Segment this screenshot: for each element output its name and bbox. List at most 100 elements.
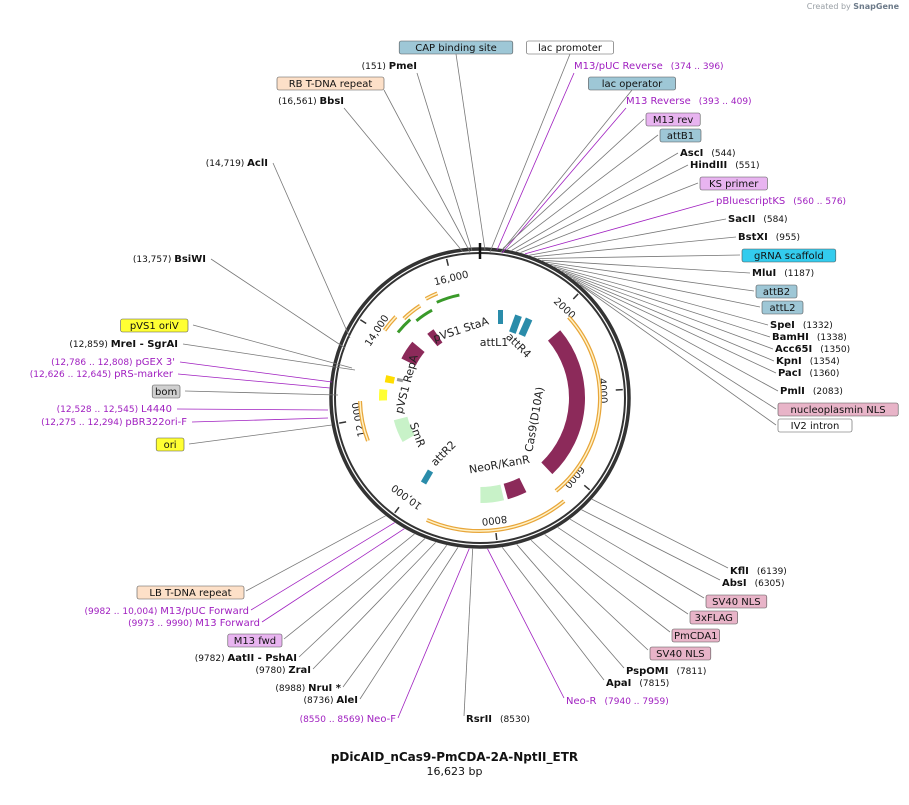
right-label-1-leader [507,134,659,250]
left-label-5-leader [177,373,331,389]
top-label-5[interactable]: lac operator [500,76,676,253]
left-label-5[interactable]: (12,626 .. 12,645) pRS-marker [30,369,331,389]
top-label-3[interactable]: M13/pUC Reverse (374 .. 396) [496,61,724,251]
bottom-right-label-3[interactable]: 3xFLAG [557,527,738,625]
right-label-2[interactable]: AscI(544) [511,148,736,251]
scale-tick [445,258,449,266]
left-label-0[interactable]: (14,719) AclI [206,158,351,339]
right-label-18[interactable]: nucleoplasmin NLS [576,281,899,417]
right-label-0-box [645,112,701,127]
top-label-1[interactable]: lac promoter [489,40,614,253]
top-label-0[interactable]: CAP binding site [398,40,514,251]
bottom-left-label-1[interactable]: (9982 .. 10,004) M13/pUC Forward [85,522,395,617]
pvs1-repa-arrow [401,341,425,366]
right-label-5[interactable]: pBluescriptKS(560 .. 576) [524,196,846,255]
right-label-10[interactable]: attB2 [546,261,798,299]
right-label-3[interactable]: HindIII(551) [515,160,759,252]
left-label-0-leader [272,162,351,339]
oriv-block [384,375,395,384]
right-label-12-pos: (1332) [803,321,833,331]
bottom-right-label-5[interactable]: SV40 NLS [530,539,712,661]
right-label-17-name: PmlI [780,386,805,397]
bottom-left-label-3-leader [283,533,415,640]
bottom-right-label-6[interactable]: PspOMI(7811) [516,544,707,677]
right-label-8[interactable]: gRNA scaffold [537,248,837,263]
bottom-left-label-0[interactable]: LB T-DNA repeat [136,515,386,600]
left-label-4[interactable]: (12,786 .. 12,808) pGEX 3' [51,357,333,383]
bottom-left-label-4[interactable]: (9782) AatII - PshAI [195,538,426,664]
right-label-0[interactable]: M13 rev [502,112,701,250]
top-label-3-pos: (374 .. 396) [671,62,724,72]
feature-arc-core [425,292,438,300]
bottom-left-label-6-name: NruI * [308,683,342,694]
bottom-right-label-9-pos: (8530) [500,715,530,725]
bottom-left-label-7[interactable]: (8736) AleI [304,547,459,706]
left-label-7[interactable]: (12,528 .. 12,545) L4440 [57,404,329,415]
bottom-right-label-9[interactable]: RsrII(8530) [463,548,530,725]
right-label-13[interactable]: BamHI(1338) [558,268,847,343]
left-label-1[interactable]: (13,757) BsiWI [133,254,346,349]
left-label-6-leader [184,390,339,396]
right-label-2-name: AscI [680,148,703,159]
bottom-left-label-2-text: (9973 .. 9990) M13 Forward [128,618,260,629]
right-label-18-text: nucleoplasmin NLS [791,405,886,416]
bottom-left-label-6[interactable]: (8988) NruI * [275,545,448,694]
right-label-19[interactable]: IV2 intron [579,284,853,433]
bottom-right-label-6-pos: (7811) [676,667,706,677]
left-label-8[interactable]: (12,275 .. 12,294) pBR322ori-F [41,417,329,428]
top-label-7-text: M13 Reverse(393 .. 409) [626,96,752,107]
bottom-left-label-0-text: LB T-DNA repeat [149,588,231,599]
left-label-6[interactable]: bom [151,384,339,399]
right-label-15[interactable]: KpnI(1354) [565,273,840,367]
smr-arrow [393,416,415,442]
top-label-4-box [276,76,385,91]
bottom-left-label-8[interactable]: (8550 .. 8569) Neo-F [300,548,470,725]
right-label-4[interactable]: KS primer [520,176,768,253]
bottom-right-label-2[interactable]: SV40 NLS [569,518,768,609]
bottom-left-label-3[interactable]: M13 fwd [227,533,415,648]
right-label-7[interactable]: BstXI(955) [533,232,800,258]
right-label-16-leader [569,276,777,374]
bottom-left-label-2-pos: (9973 .. 9990) [128,619,195,629]
left-label-2[interactable]: pVS1 oriV [120,318,353,369]
bottom-right-label-8[interactable]: Neo-R(7940 .. 7959) [487,548,669,707]
right-label-7-pos: (955) [776,233,800,243]
left-label-9[interactable]: ori [155,424,333,452]
left-label-8-leader [191,417,329,423]
right-label-9[interactable]: MluI(1187) [542,259,814,279]
green-feature-arc [436,293,460,304]
bottom-right-label-0[interactable]: KflI(6139) [591,498,787,577]
top-label-6-name: BbsI [320,96,344,107]
right-label-14[interactable]: Acc65I(1350) [561,270,850,355]
top-label-2-text: (151) PmeI [362,61,417,72]
bottom-right-label-5-leader [530,539,649,651]
bottom-right-label-8-text: Neo-R(7940 .. 7959) [566,696,669,707]
bottom-left-label-5[interactable]: (9780) ZraI [256,542,436,676]
bottom-left-label-2[interactable]: (9973 .. 9990) M13 Forward [128,528,405,629]
top-label-6[interactable]: (16,561) BbsI [278,96,464,253]
bottom-right-label-7[interactable]: ApaI(7815) [501,547,669,689]
right-label-16[interactable]: PacI(1360) [569,276,840,379]
right-label-13-leader [558,268,771,338]
right-label-6[interactable]: SacII(584) [529,214,788,256]
right-label-1[interactable]: attB1 [507,128,702,250]
right-label-9-name: MluI [752,268,776,279]
feature-arc-core [403,305,421,320]
bottom-left-label-3-text: M13 fwd [234,636,276,647]
scale-tick-label: 8000 [481,513,508,527]
top-label-7[interactable]: M13 Reverse(393 .. 409) [501,96,752,254]
right-label-7-text: BstXI(955) [738,232,800,243]
left-label-3[interactable]: (12,859) MreI - SgrAI [69,339,356,371]
right-label-11[interactable]: attL2 [550,263,804,315]
bottom-right-label-1[interactable]: AbsI(6305) [581,509,785,589]
top-label-3-text: M13/pUC Reverse (374 .. 396) [574,61,724,72]
top-label-1-text: lac promoter [538,43,603,54]
top-label-4[interactable]: RB T-DNA repeat [276,76,471,253]
top-label-2[interactable]: (151) PmeI [362,61,473,252]
left-label-8-text: (12,275 .. 12,294) pBR322ori-F [41,417,187,428]
right-label-12[interactable]: SpeI(1332) [554,266,833,331]
right-label-17[interactable]: PmlI(2083) [573,278,843,397]
top-label-3-name: M13/pUC Reverse [574,61,663,72]
bottom-right-label-4[interactable]: PmCDA1 [544,534,720,643]
top-label-5-leader [500,89,633,253]
